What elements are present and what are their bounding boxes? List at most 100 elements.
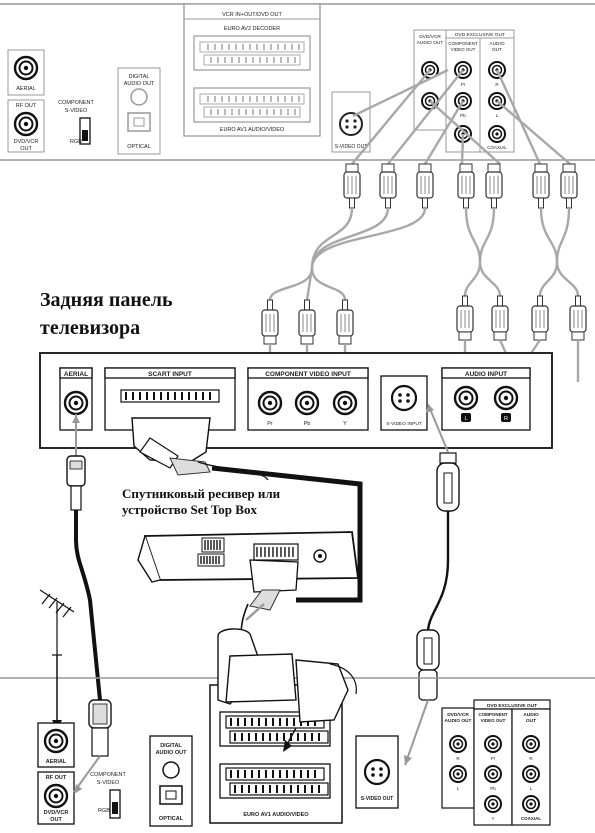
aerial-jack-top [13,55,39,81]
dvd-vcr-out-label-bottom-2: OUT [50,817,62,823]
r-label-bottom-b: R [529,756,533,761]
scart-cable-tv [131,417,363,603]
coaxial-label-bottom: COAXIAL [521,816,542,821]
tv-component-pb-jack [294,390,320,416]
rgb-switch-label-top: RGB [70,139,82,145]
dvd-exclusive-label-top: DVD EXCLUSIVE OUT [455,32,505,38]
audio-out-r-jack-bottom [522,735,540,753]
s-video-out-label-bottom: S-VIDEO OUT [361,796,394,802]
tv-audio-r-jack [493,385,519,411]
euro-av1-label-bottom: EURO AV1 AUDIO/VIDEO [243,812,309,818]
l-label-bottom-b: L [530,786,533,791]
audio-out-label-top-1: AUDIO [489,41,504,47]
component-video-label-bottom-2: VIDEO OUT [481,718,506,723]
set-top-box [137,531,360,583]
rca-plugs-lower [261,295,587,345]
tv-aerial-label: AERIAL [64,371,88,378]
s-video-out-jack-top [339,112,363,136]
audio-out-label-bottom-1: AUDIO [523,712,539,718]
s-video-out-label-top: S-VIDEO OUT [335,144,368,150]
dvd-vcr-audio-l-jack-bottom [449,765,467,783]
y-label-bottom: Y [491,816,494,821]
l-label-top: L [496,113,499,118]
audio-out-label-bottom-2: OUT [526,718,536,724]
tv-panel-title-line1: Задняя панель [40,289,173,311]
stb-title-line1: Спутниковый ресивер или [122,486,281,501]
tv-scart-input-label: SCART INPUT [148,371,192,378]
tv-component-input-label: COMPONENT VIDEO INPUT [265,371,351,378]
pb-label-top: Pb [460,113,466,118]
aerial-cable [66,414,102,701]
dvd-vcr-audio-label-top-2: AUDIO OUT [417,40,444,46]
rf-out-jack-top [13,111,39,137]
pr-label-bottom: Pr [491,756,496,761]
component-y-jack-bottom [484,795,502,813]
dvd-vcr-out-label-top-2: OUT [20,146,32,152]
s-video-out-jack-bottom [363,758,391,786]
dvd-exclusive-label-bottom: DVD EXCLUSIVE OUT [487,703,537,709]
euro-av1-label-top: EURO AV1 AUDIO/VIDEO [220,127,285,133]
rf-out-jack-bottom [43,783,69,809]
digital-audio-label-top-2: AUDIO OUT [124,81,155,87]
dvd-vcr-audio-label-bottom-2: AUDIO OUT [445,718,472,724]
tv-audio-input-label: AUDIO INPUT [465,371,507,378]
l-label-bottom-a: L [457,786,460,791]
tv-l-label: L [464,416,467,422]
component-pr-jack-bottom [484,735,502,753]
stb-title-line2: устройство Set Top Box [122,502,257,517]
dvd-recorder-bottom-panel: AERIAL RF OUT DVD/VCR OUT COMPONENT S-VI… [0,589,595,827]
rf-out-label-top: RF OUT [16,103,37,109]
tv-scart-connector [120,389,220,403]
component-switch-label-bottom: COMPONENT [90,772,126,778]
component-pb-jack-bottom [484,765,502,783]
rf-out-label-bottom: RF OUT [46,775,67,781]
aerial-label-bottom: AERIAL [46,759,67,765]
digital-audio-label-top-1: DIGITAL [129,74,150,80]
digital-audio-label-bottom-1: DIGITAL [160,743,182,749]
tv-component-pr-jack [257,390,283,416]
tv-r-label: R [504,416,508,422]
tv-pb-label: Pb [304,421,311,427]
audio-out-l-jack-bottom [522,765,540,783]
tv-s-video-input-jack [390,384,418,412]
vcr-in-out-label: VCR IN+OUT/DVD OUT [222,12,282,18]
component-video-label-bottom-1: COMPONENT [478,712,508,717]
rca-plugs-upper [343,163,578,209]
tv-rear-panel: AERIAL SCART INPUT COMPONENT VIDEO INPUT… [39,352,553,449]
optical-label-top: OPTICAL [127,144,151,150]
aerial-label-top: AERIAL [16,86,36,92]
dvd-vcr-out-label-top-1: DVD/VCR [14,139,39,145]
coaxial-label-top: COAXIAL [487,145,507,150]
dvd-recorder-top-panel: AERIAL RF OUT DVD/VCR OUT COMPONENT S-VI… [0,3,595,161]
digital-audio-label-bottom-2: AUDIO OUT [156,750,188,756]
s-video-switch-label-top: S-VIDEO [65,108,88,114]
r-label-top: R [495,82,499,87]
pb-label-bottom: Pb [490,786,496,791]
optical-label-bottom: OPTICAL [159,816,184,822]
euro-av2-label: EURO AV2 DECODER [224,26,280,32]
component-video-label-top-2: VIDEO OUT [451,47,476,52]
s-video-switch-label-bottom: S-VIDEO [97,780,120,786]
tv-aerial-jack [63,390,89,416]
component-switch-label-top: COMPONENT [58,100,94,106]
dvd-vcr-audio-r-jack-bottom [449,735,467,753]
tv-component-y-jack [332,390,358,416]
aerial-jack-bottom [43,728,69,754]
tv-panel-title-line2: телевизора [40,317,140,339]
rca-cables [268,207,580,301]
dvd-vcr-audio-label-top-1: DVD/VCR [419,34,441,40]
antenna-icon [39,589,75,656]
r-label-bottom-a: R [456,756,460,761]
dvd-vcr-out-label-bottom-1: DVD/VCR [44,810,69,816]
top-connection-arrows [351,68,571,165]
tv-y-label: Y [343,421,347,427]
tv-s-video-input-label: S-VIDEO INPUT [386,421,422,427]
component-video-label-top-1: COMPONENT [448,41,478,46]
tv-audio-l-jack [453,385,479,411]
tv-pr-label: Pr [267,421,273,427]
coaxial-jack-top [488,125,506,143]
coaxial-jack-bottom [522,795,540,813]
pr-label-top: Pr [461,82,466,87]
rgb-switch-label-bottom: RGB [98,808,110,814]
